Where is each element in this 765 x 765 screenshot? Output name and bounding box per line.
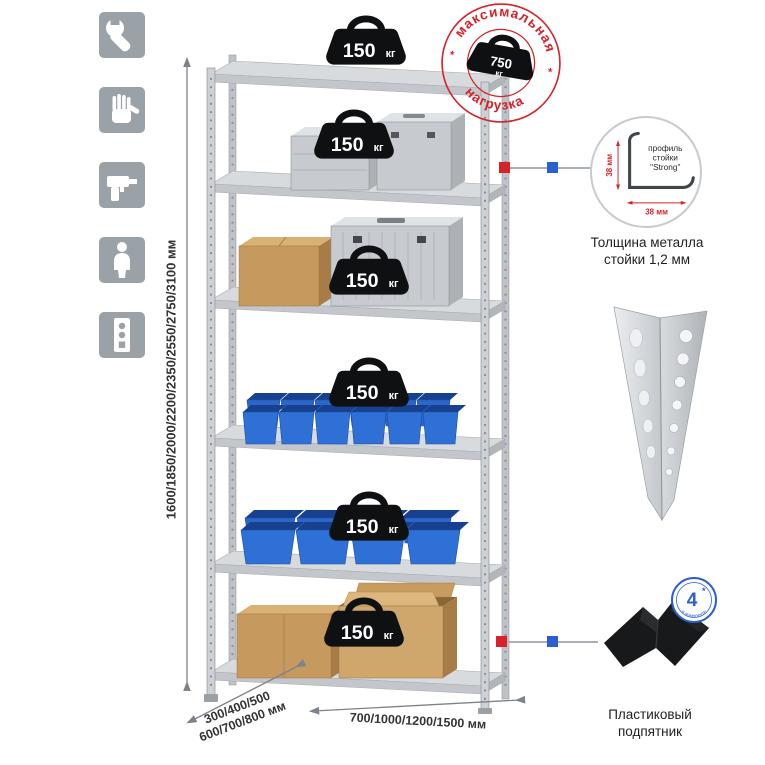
max-load-stamp: максимальная нагрузка * * 750 кг [428, 0, 574, 136]
svg-text:150: 150 [346, 382, 379, 404]
svg-text:150: 150 [346, 270, 379, 292]
aluminium-case-tall [376, 113, 465, 191]
kettlebell-handle-icon [346, 15, 386, 32]
feature-tile-person [99, 237, 145, 283]
shelf-load-badge-5: 150 кг [315, 490, 423, 545]
glove-icon [112, 94, 140, 123]
svg-text:в комплекте: в комплекте [680, 609, 708, 620]
profile-caption: Толщина металла стойки 1,2 мм [590, 235, 704, 268]
drill-icon [107, 176, 137, 201]
svg-text:кг: кг [389, 524, 399, 536]
kettlebell-body-icon [326, 28, 406, 65]
connector-marker-blue-bottom [547, 636, 558, 647]
shelf-load-badge-3: 150 кг [315, 244, 423, 299]
post-slot-holes [629, 328, 656, 459]
feature-tile-assembly [99, 12, 145, 58]
strong-profile-icon [627, 131, 695, 189]
angle-post-image [608, 302, 713, 542]
svg-text:750: 750 [489, 53, 513, 72]
person-icon [114, 242, 130, 278]
svg-text:150: 150 [346, 516, 379, 538]
shelf-load-badge-1: 150 кг [312, 14, 420, 69]
feature-tile-gloves [99, 87, 145, 133]
depth-dimension-line [186, 659, 307, 724]
svg-text:38 мм: 38 мм [605, 154, 614, 177]
stamp-kettlebell-handle-icon [487, 34, 520, 51]
shelf-load-badge-2: 150 кг [300, 108, 408, 163]
svg-text:кг: кг [495, 68, 504, 78]
post-round-holes [665, 329, 693, 476]
connector-marker-red-bottom [496, 636, 507, 647]
svg-text:кг: кг [389, 278, 399, 290]
svg-text:"Strong": "Strong" [650, 162, 680, 172]
small-bins-front-row [242, 405, 466, 445]
svg-text:150: 150 [341, 622, 374, 644]
included-count-badge: в комплекте 4 * [670, 576, 718, 624]
level-icon [114, 318, 130, 352]
svg-text:кг: кг [384, 630, 394, 642]
svg-text:150: 150 [343, 40, 376, 62]
svg-text:профиль: профиль [648, 143, 682, 153]
stamp-kettlebell-body-icon [466, 42, 534, 81]
connector-marker-red-top [499, 162, 510, 173]
feature-tile-level [99, 312, 145, 358]
svg-text:кг: кг [389, 390, 399, 402]
svg-text:*: * [702, 586, 706, 596]
cardboard-box-shelf3 [238, 236, 333, 307]
height-dimension-line [183, 56, 191, 692]
wrench-icon [106, 15, 131, 52]
svg-text:*: * [547, 66, 554, 79]
profile-detail-circle: 38 мм 38 мм профиль стойки "Strong" [590, 116, 702, 228]
foot-caption: Пластиковый подпятник [608, 707, 692, 740]
shelf-load-badge-6: 150 кг [310, 596, 418, 651]
width-dimension-line [308, 695, 526, 715]
svg-text:*: * [449, 49, 456, 62]
feature-tile-drill [99, 162, 145, 208]
svg-text:кг: кг [386, 48, 396, 60]
svg-text:38 мм: 38 мм [645, 207, 668, 216]
svg-text:150: 150 [331, 134, 364, 156]
svg-text:кг: кг [374, 142, 384, 154]
svg-text:стойки: стойки [653, 152, 679, 162]
height-dimension-label: 1600/1850/2000/2200/2350/2550/2750/3100 … [163, 239, 179, 520]
connector-line-top [503, 167, 590, 169]
shelf-load-badge-4: 150 кг [315, 356, 423, 411]
svg-text:4: 4 [687, 590, 698, 611]
connector-marker-blue-top [547, 162, 558, 173]
